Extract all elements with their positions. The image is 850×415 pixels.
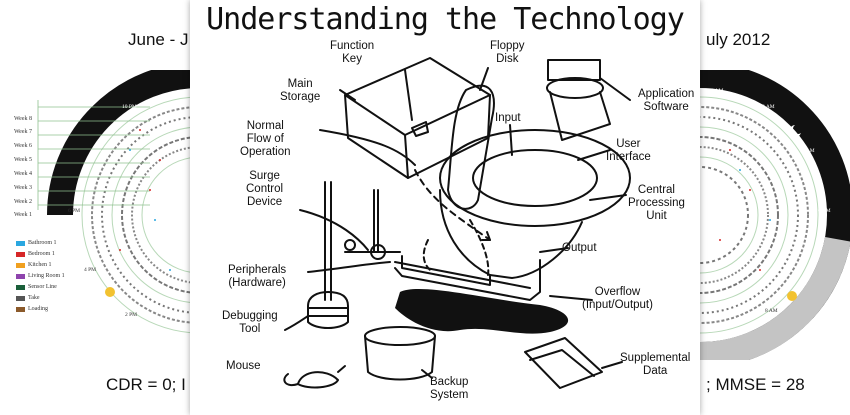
legend-label: Loading xyxy=(28,306,48,312)
right-clock-label-right: 4 AM xyxy=(802,148,815,154)
diagram-title: Understanding the Technology xyxy=(206,2,685,37)
left-clock-label-top: 10 PM xyxy=(122,104,137,110)
right-clock-label-lower-right: 6 AM xyxy=(818,208,831,214)
legend-item: Bedroom 1 xyxy=(16,251,55,257)
label-mouse: Mouse xyxy=(226,360,261,372)
week-label: Week 4 xyxy=(14,171,33,177)
right-clock-label-bottom: 8 AM xyxy=(765,308,778,314)
legend-label: Living Room 1 xyxy=(28,273,65,279)
left-clock-label-left: 6 PM xyxy=(68,208,81,214)
label-supplemental-data: Supplemental Data xyxy=(620,352,691,377)
legend-item: Sensor Line xyxy=(16,284,57,290)
label-overflow: Overflow (Input/Output) xyxy=(582,286,653,311)
label-surge-control: Surge Control Device xyxy=(246,170,284,208)
label-floppy-disk: Floppy Disk xyxy=(490,40,525,65)
label-function-key: Function Key xyxy=(330,40,375,65)
week-label: Week 6 xyxy=(14,143,33,149)
week-label: Week 1 xyxy=(14,212,33,218)
left-clock-label-bottom: 2 PM xyxy=(125,312,138,318)
label-debugging-tool: Debugging Tool xyxy=(222,310,278,335)
label-normal-flow: Normal Flow of Operation xyxy=(240,120,291,158)
week-label: Week 8 xyxy=(14,116,33,122)
slide-top-left-text: June - J xyxy=(128,30,189,49)
legend-item: Living Room 1 xyxy=(16,273,65,279)
label-input: Input xyxy=(495,112,521,124)
diagram-panel: Understanding the Technology xyxy=(190,0,700,415)
legend-item: Loading xyxy=(16,306,48,312)
label-output: Output xyxy=(562,242,597,254)
label-backup-system: Backup System xyxy=(430,376,469,401)
week-label: Week 5 xyxy=(14,157,33,163)
week-label: Week 2 xyxy=(14,199,33,205)
legend-swatch xyxy=(16,251,25,257)
slide-bottom-left-text: CDR = 0; I xyxy=(106,375,186,394)
legend-swatch xyxy=(16,240,25,246)
legend-label: Bedroom 1 xyxy=(28,251,55,257)
legend-item: Take xyxy=(16,295,40,301)
label-user-interface: User Interface xyxy=(606,138,651,163)
week-label: Week 3 xyxy=(14,185,33,191)
legend-label: Bathroom 1 xyxy=(28,240,57,246)
legend-swatch xyxy=(16,306,25,312)
right-activity-clock xyxy=(700,70,850,360)
legend-label: Kitchen 1 xyxy=(28,262,52,268)
slide-bottom-right-text: ; MMSE = 28 xyxy=(706,375,805,394)
label-main-storage: Main Storage xyxy=(280,78,321,103)
label-peripherals: Peripherals (Hardware) xyxy=(228,264,287,289)
left-clock-label-upper-left: 8 PM xyxy=(96,150,109,156)
legend-item: Kitchen 1 xyxy=(16,262,52,268)
legend-item: Bathroom 1 xyxy=(16,240,57,246)
label-application-software: Application Software xyxy=(638,88,695,113)
slide-top-right-text: uly 2012 xyxy=(706,30,771,49)
legend-swatch xyxy=(16,284,25,290)
right-clock-label-top: 12 AM xyxy=(708,88,724,94)
legend-label: Take xyxy=(28,295,40,301)
left-activity-clock xyxy=(37,70,190,360)
legend-swatch xyxy=(16,262,25,268)
toilet-diagram-drawing xyxy=(283,57,631,389)
legend-label: Sensor Line xyxy=(28,284,57,290)
legend-swatch xyxy=(16,295,25,301)
left-clock-label-lower-left: 4 PM xyxy=(84,267,97,273)
right-clock-label-upper-right: 2 AM xyxy=(762,104,775,110)
week-label: Week 7 xyxy=(14,129,33,135)
label-central-processing: Central Processing Unit xyxy=(628,184,685,222)
legend-swatch xyxy=(16,273,25,279)
